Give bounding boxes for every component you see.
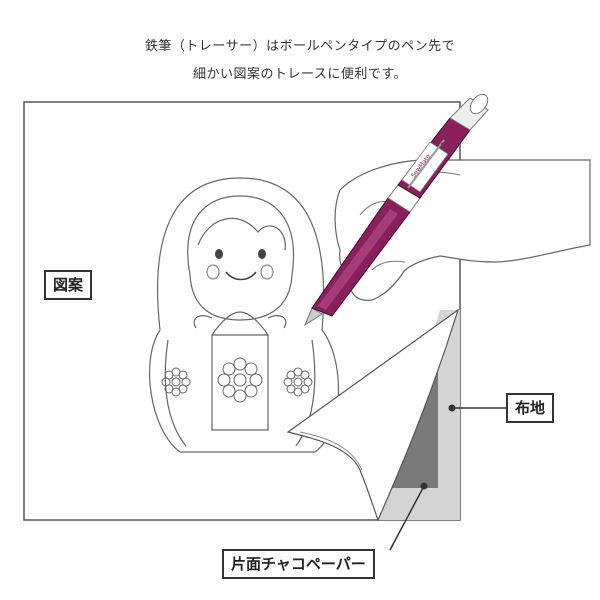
doll-face <box>215 249 266 259</box>
hand-finger-line <box>371 260 406 271</box>
leader-paper <box>389 485 425 551</box>
paper-fold-edge <box>299 431 363 471</box>
pen: SewMate ✿ <box>303 93 489 327</box>
pen-clip <box>407 139 445 189</box>
caption-line-2: 細かい図案のトレースに便利です。 <box>192 67 408 82</box>
flower-left <box>161 367 191 397</box>
matryoshka-doll <box>149 177 340 453</box>
label-design: 図案 <box>44 270 93 300</box>
doll-smile <box>225 271 257 281</box>
curled-chaco-paper <box>286 308 460 522</box>
leader-paper-dot <box>420 482 428 490</box>
leader-fabric-dot <box>448 404 456 412</box>
label-chaco-paper: 片面チャコペーパー <box>222 549 375 579</box>
doll-cheek-left <box>206 264 220 280</box>
pen-grip-highlight <box>318 209 398 310</box>
caption-line-1: 鉄筆（トレーサー）はボールペンタイプのペン先で <box>144 39 456 54</box>
flower-right <box>283 367 313 397</box>
flower-center <box>217 357 263 403</box>
pen-cap-top <box>469 93 489 115</box>
label-fabric: 布地 <box>506 393 555 423</box>
pen-tip <box>303 307 323 327</box>
doll-cheek-right <box>260 264 274 280</box>
